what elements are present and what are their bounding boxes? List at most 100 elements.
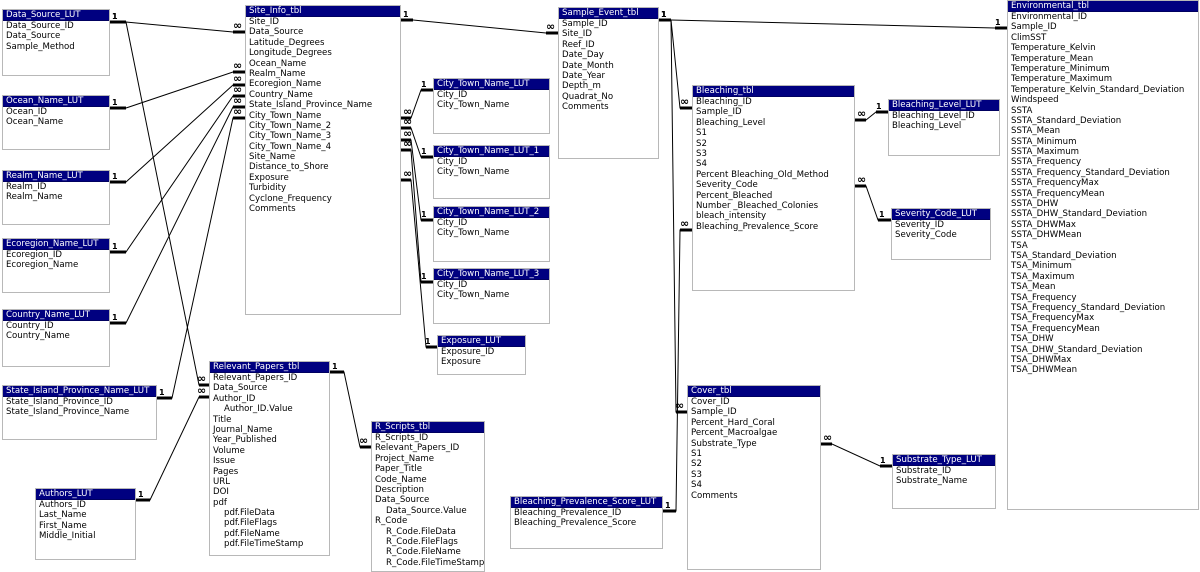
field-percent-macroalgae: Percent_Macroalgae [691, 428, 778, 439]
field-comments: Comments [562, 102, 609, 113]
field-ssta-frequencymax: SSTA_FrequencyMax [1011, 178, 1099, 189]
field-ocean-name: Ocean_Name [6, 117, 64, 128]
rel-city-2-cardinality-a: ∞ [403, 115, 412, 128]
field-temperature-minimum: Temperature_Minimum [1011, 63, 1110, 74]
field-title: Title [213, 414, 232, 425]
rel-site-sample [401, 19, 558, 34]
field-bleaching-level: Bleaching_Level [696, 117, 766, 128]
table-title: Sample_Event_tbl [559, 8, 658, 19]
field-realm-name: Realm_Name [249, 68, 306, 79]
field-s2: S2 [691, 459, 702, 470]
rel-ecoregion-cardinality-b: ∞ [233, 83, 242, 96]
field-ecoregion-name: Ecoregion_Name [249, 79, 322, 90]
field-data-source: Data_Source [213, 383, 268, 394]
field-issue: Issue [213, 456, 236, 467]
rel-papers-scripts-cardinality-b: ∞ [359, 434, 368, 447]
field-percent-bleaching-old-method: Percent Bleaching_Old_Method [696, 169, 829, 180]
field-realm-id: Realm_ID [6, 182, 47, 192]
rel-sample-cover [659, 19, 687, 413]
field-first-name: First_Name [39, 520, 87, 531]
field-ssta-minimum: SSTA_Minimum [1011, 136, 1077, 147]
field-s2: S2 [696, 138, 707, 149]
rel-sample-cover-cardinality-b: ∞ [675, 399, 684, 412]
field-exposure: Exposure [441, 357, 481, 368]
field-city-town-name: City_Town_Name [437, 167, 510, 178]
field-ssta-dhw-standard-deviation: SSTA_DHW_Standard_Deviation [1011, 209, 1148, 220]
rel-authors-cardinality-a: 1 [138, 490, 144, 499]
field-country-name: Country_Name [6, 331, 70, 342]
field-city-town-name: City_Town_Name [437, 290, 510, 301]
field-temperature-maximum: Temperature_Maximum [1011, 74, 1113, 85]
table-title: Cover_tbl [688, 386, 820, 397]
field-author-id-value: Author_ID.Value [224, 404, 293, 415]
field-ssta: SSTA [1011, 105, 1033, 116]
field-s3: S3 [691, 469, 702, 480]
field-code-name: Code_Name [375, 474, 427, 485]
field-ssta-mean: SSTA_Mean [1011, 126, 1061, 137]
field-ocean-id: Ocean_ID [6, 107, 47, 117]
field-url: URL [213, 476, 231, 487]
field-tsa-minimum: TSA_Minimum [1011, 261, 1072, 272]
field-percent-bleached: Percent_Bleached [696, 190, 773, 201]
field-pdf-filetimestamp: pdf.FileTimeStamp [224, 539, 304, 550]
field-sample-id: Sample_ID [1011, 22, 1057, 33]
field-distance-to-shore: Distance_to_Shore [249, 162, 329, 173]
table-title: Country_Name_LUT [3, 310, 109, 321]
rel-country [110, 106, 245, 324]
field-tsa-frequencymax: TSA_FrequencyMax [1011, 313, 1095, 324]
field-tsa-mean: TSA_Mean [1011, 282, 1056, 293]
rel-bleaching-level-cardinality-a: 1 [876, 102, 882, 111]
field-severity-code: Severity_Code [895, 230, 957, 241]
field-site-name: Site_Name [249, 152, 296, 163]
field-windspeed: Windspeed [1011, 95, 1059, 106]
rel-realm [110, 84, 245, 183]
field-environmental-id: Environmental_ID [1011, 12, 1087, 22]
field-ssta-dhw: SSTA_DHW [1011, 199, 1059, 210]
field-middle-initial: Middle_Initial [39, 531, 96, 542]
field-temperature-kelvin-standard-deviation: Temperature_Kelvin_Standard_Deviation [1011, 84, 1185, 95]
field-tsa-frequency: TSA_Frequency [1011, 292, 1077, 303]
field-pdf-fileflags: pdf.FileFlags [224, 518, 277, 529]
field-comments: Comments [249, 204, 296, 215]
field-turbidity: Turbidity [249, 183, 287, 194]
field-site-id: Site_ID [562, 29, 592, 40]
table-title: Site_Info_tbl [246, 6, 400, 17]
table-title: Substrate_Type_LUT [893, 455, 995, 466]
field-sample-method: Sample_Method [6, 41, 75, 52]
field-pdf-filename: pdf.FileName [224, 528, 280, 539]
field-s4: S4 [691, 480, 702, 491]
field-bleach-intensity: bleach_intensity [696, 211, 767, 222]
field-volume: Volume [213, 445, 245, 456]
field-cyclone-frequency: Cyclone_Frequency [249, 193, 332, 204]
rel-substrate-cardinality-b: ∞ [823, 431, 832, 444]
rel-substrate-cardinality-a: 1 [880, 456, 886, 465]
field-cover-id: Cover_ID [691, 397, 730, 407]
rel-ocean-cardinality-a: 1 [112, 98, 118, 107]
rel-city-3-cardinality-a: ∞ [403, 127, 412, 140]
field-temperature-kelvin: Temperature_Kelvin [1011, 43, 1096, 54]
field-city-id: City_ID [437, 218, 468, 228]
field-sample-id: Sample_ID [691, 407, 737, 418]
field-bleaching-prevalence-score: Bleaching_Prevalence_Score [696, 221, 819, 232]
field-data-source: Data_Source [249, 27, 304, 38]
field-ssta-frequencymean: SSTA_FrequencyMean [1011, 188, 1105, 199]
rel-data-source-papers-cardinality-a: 1 [112, 12, 118, 21]
field-project-name: Project_Name [375, 453, 435, 464]
field-r-code-fileflags: R_Code.FileFlags [386, 536, 458, 547]
field-tsa-dhw-standard-deviation: TSA_DHW_Standard_Deviation [1011, 344, 1143, 355]
rel-state-island-cardinality-b: ∞ [233, 105, 242, 118]
rel-city-2-cardinality-b: 1 [421, 147, 427, 156]
field-city-town-name: City_Town_Name [249, 110, 322, 121]
field-state-island-province-id: State_Island_Province_ID [6, 397, 113, 407]
field-city-town-name: City_Town_Name [437, 100, 510, 111]
field-last-name: Last_Name [39, 510, 87, 521]
field-quadrat-no: Quadrat_No [562, 91, 614, 102]
